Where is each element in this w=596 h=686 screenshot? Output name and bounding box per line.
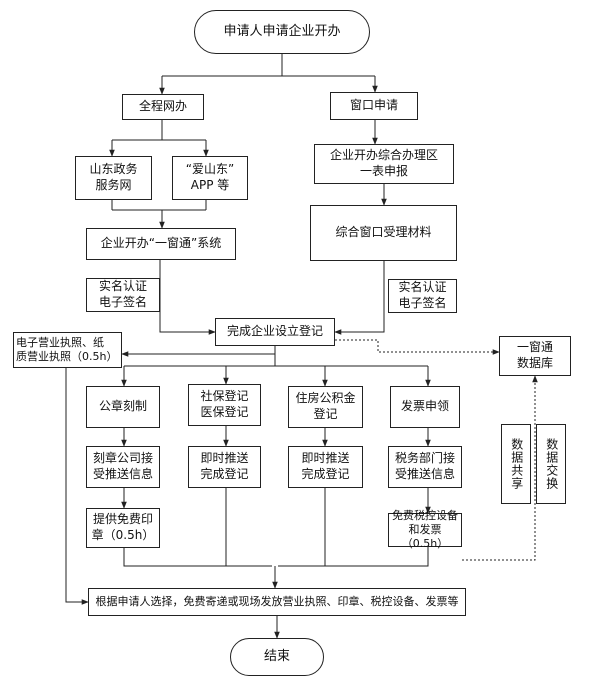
edge-license-to-delivery xyxy=(65,368,89,605)
window-node: 窗口申请 xyxy=(330,92,418,120)
social-medical-insurance-node: 社保登记 医保登记 xyxy=(188,384,261,426)
data-exchange-node: 数据交换 xyxy=(536,424,566,504)
delivery-node: 根据申请人选择，免费寄递或现场发放营业执照、印章、税控设备、发票等 xyxy=(88,588,466,616)
free-tax-device-node: 免费税控设备 和发票（0.5h） xyxy=(388,509,462,550)
start-node: 申请人申请企业开办 xyxy=(194,10,370,54)
complete-registration-node: 完成企业设立登记 xyxy=(215,318,335,346)
edge-tax-to-db xyxy=(462,375,538,561)
shandong-portal-node: 山东政务 服务网 xyxy=(75,156,152,200)
real-name-auth-left: 实名认证 电子签名 xyxy=(86,278,160,312)
tax-dept-push-node: 税务部门接 受推送信息 xyxy=(388,446,462,488)
yichuangtong-node: 企业开办“一窗通”系统 xyxy=(86,228,236,260)
invoice-application-node: 发票申领 xyxy=(390,386,460,428)
edge-complete-to-db xyxy=(335,339,500,355)
free-seal-node: 提供免费印 章（0.5h） xyxy=(86,508,160,548)
data-sharing-node: 数据共享 xyxy=(501,424,531,504)
end-node: 结束 xyxy=(230,638,324,676)
ai-shandong-node: “爱山东” APP 等 xyxy=(172,156,248,200)
social-push-node: 即时推送 完成登记 xyxy=(188,446,261,488)
yichuangtong-database-node: 一窗通 数据库 xyxy=(499,336,571,376)
comprehensive-zone-node: 企业开办综合办理区 一表申报 xyxy=(314,144,454,184)
online-node: 全程网办 xyxy=(122,94,204,120)
housing-push-node: 即时推送 完成登记 xyxy=(288,446,363,488)
seal-company-push-node: 刻章公司接 受推送信息 xyxy=(86,446,160,488)
business-license-node: 电子营业执照、纸 质营业执照（0.5h） xyxy=(13,332,122,368)
edge-yichuangtong-to-complete xyxy=(159,260,216,335)
edge-free-seal-down xyxy=(123,548,272,567)
edge-free-tax-down xyxy=(278,547,429,567)
edge-accept-to-complete xyxy=(334,261,385,335)
seal-carving-node: 公章刻制 xyxy=(86,386,160,428)
real-name-auth-right: 实名认证 电子签名 xyxy=(388,279,457,313)
housing-fund-node: 住房公积金 登记 xyxy=(288,386,363,428)
window-accept-node: 综合窗口受理材料 xyxy=(310,205,457,261)
